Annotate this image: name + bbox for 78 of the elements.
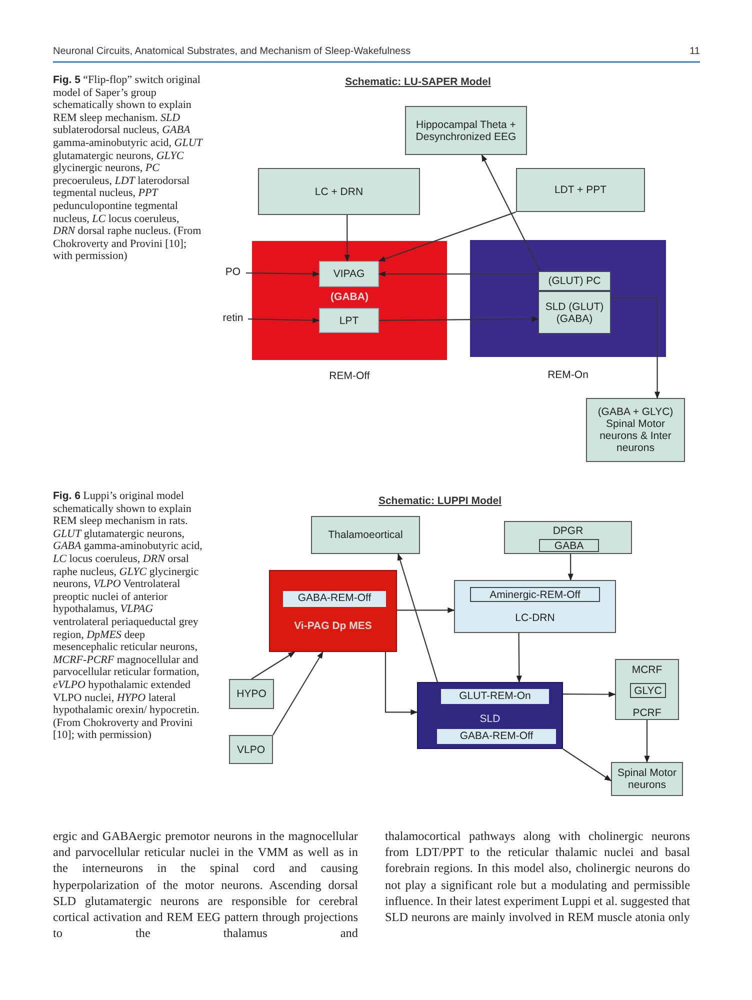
arrow [379,316,539,322]
arrow [378,211,516,262]
process-box [538,291,611,334]
node-text: GABA [553,540,585,551]
node-text: PO [224,266,242,278]
arrow [562,748,612,782]
arrow [344,215,350,262]
node-text: GLUT-REM-On [458,689,532,702]
node-text: GABA-REM-Off [458,729,534,742]
schematic-title: Schematic: LUPPI Model [377,495,503,507]
arrow [644,720,650,763]
body-paragraph: ergic and GABAergic premotor neurons in the magnocellular and parvocellular reticular nuclei in the VMM as well as in the interneurons in the spinal cord and causing hyperpolarization of the motor neurons. Ascending dorsal SLD glutamatergic neurons are responsible for cerebral cortical activation and REM EEG pattern through projections to the thalamus and [53,828,358,942]
process-box [470,587,600,602]
process-box [538,271,611,291]
node-text: Spinal Motor neurons [616,766,678,793]
node-text: SLD (GLUT) (GABA) [544,300,605,326]
arrow [384,652,418,715]
node-text: HYPO [236,687,268,702]
process-box [311,516,420,554]
figure-caption: Fig. 6 Luppi’s original model schematically shown to explain REM sleep mechanism in rats. GLUT glutamatergic neurons, GABA gamma-aminobutyric acid, LC locus coeruleus, DRN orsal raphe nucleus, GLYC glycinergic neurons, VLPO Ventrolateral preoptic nuclei of anterior hypothalamus, VLPAG ventrolateral periaqueductal grey region, DpMES deep mesencephalic reticular neurons, MCRF-PCRF magnocellular and parvocellular reticular formation, eVLPO hypothalamic extended VLPO nuclei, HYPO lateral hypothalamic orexin/ hypocretin. (From Chokroverty and Provini [10]; with permission) [53,490,203,742]
node-text: LC + DRN [314,184,364,200]
process-box [405,106,527,155]
process-box [283,591,386,607]
node-text: Vi-PAG Dp MES [293,619,373,634]
arrow [611,297,660,399]
process-box [229,679,274,709]
node-text: Hippocampal Theta + Desynchronized EEG [414,118,518,144]
process-box [539,539,599,552]
node-text: GABA-REM-Off [296,591,372,605]
node-text: VLPO [236,742,266,758]
node-text: REM-On [546,368,590,383]
node-text: Aminergic-REM-Off [488,588,582,601]
node-text: DPGR [552,524,584,539]
process-box [516,168,645,212]
region-box [417,682,563,749]
process-box [319,308,379,333]
node-text: LC-DRN [514,611,556,626]
node-text: SLD [478,712,502,727]
process-box [441,689,549,704]
node-text: (GABA) [330,290,370,305]
arrow [246,271,320,277]
node-text: (GLUT) PC [547,274,602,289]
process-box [454,580,616,633]
process-box [319,261,379,287]
node-text: MCRF [630,663,664,678]
arrow [378,271,538,277]
process-box [586,398,685,462]
arrow [397,553,438,682]
node-text: REM-Off [328,369,371,384]
arrow [272,651,324,736]
schematic-title: Schematic: LU-SAPER Model [344,76,492,88]
node-text: (GABA + GLYC) Spinal Motor neurons & Inter neurons [596,405,674,456]
node-text: LPT [338,314,360,328]
process-box [229,735,273,764]
node-text: VIPAG [332,267,366,282]
node-text: GLYC [633,684,663,697]
node-text: retin [222,312,244,324]
node-text: PCRF [632,706,662,720]
process-box [630,683,666,698]
arrow [481,154,541,272]
figure-caption: Fig. 5 “Flip-flop” switch original model of Saper’s group schematically shown to explain REM sleep mechanism. SLD sublaterodorsal nucleus, GABA gamma-aminobutyric acid, GLUT glutamatergic neurons, GLYC glycinergic neurons, PC precoeruleus, LDT laterodorsal tegmental nucleus, PPT pedunculopontine tegmental nucleus, LC locus coeruleus, DRN dorsal raphe nucleus. (From Chokroverty and Provini [10]; with permission) [53,74,203,263]
arrow [248,318,320,324]
arrow [568,554,574,581]
process-box [258,168,420,215]
node-text: LDT + PPT [553,183,608,198]
arrow [563,692,616,698]
region-box [269,570,397,652]
arrow [251,652,296,680]
process-box [615,659,679,720]
arrow [397,607,455,613]
page-number: 11 [688,46,700,57]
process-box [437,729,556,744]
running-header: Neuronal Circuits, Anatomical Substrates, and Mechanism of Sleep-Wakefulness [53,46,412,57]
arrow [516,633,522,683]
process-box [611,762,683,796]
body-paragraph: thalamocortical pathways along with cholinergic neurons from LDT/PPT to the reticular thalamic nuclei and basal forebrain regions. In this model also, cholinergic neurons do not play a significant role but a modulating and permissible influence. In their latest experiment Luppi et al. suggested that SLD neurons are mainly involved in REM muscle atonia only [385,828,690,926]
process-box [504,521,632,554]
node-text: Thalamoeortical [327,528,404,543]
